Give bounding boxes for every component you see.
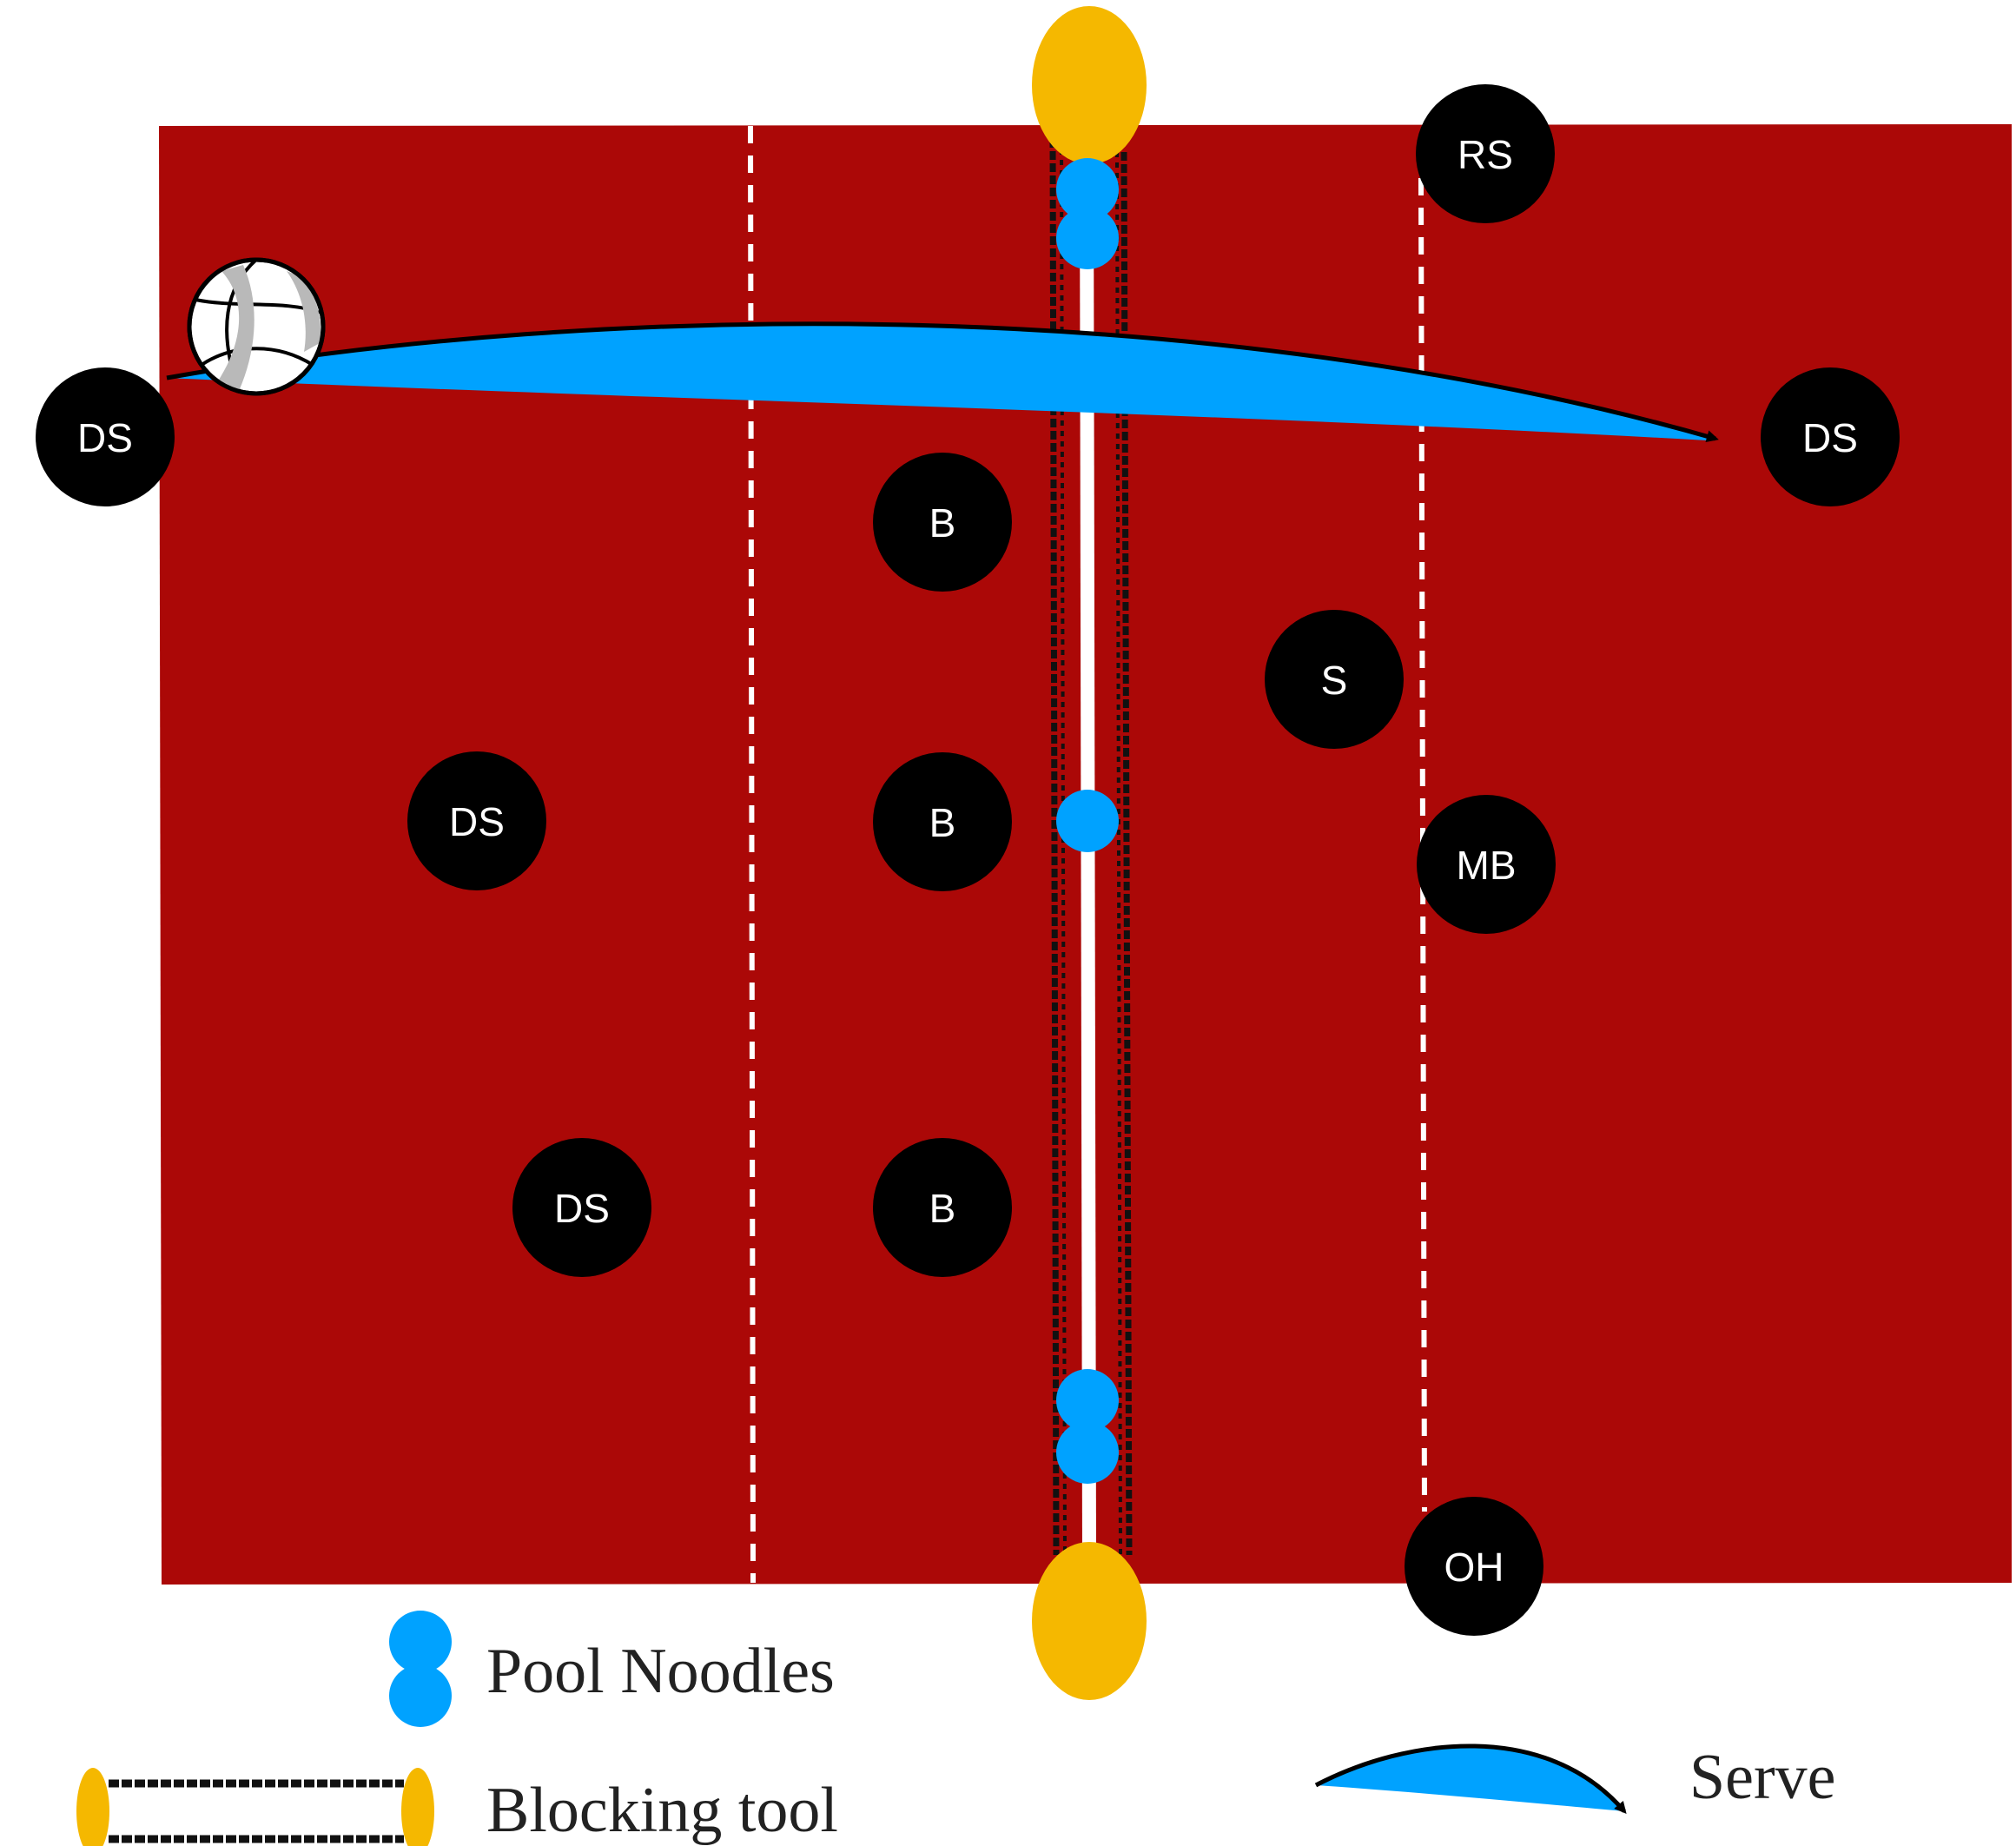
pool-noodle-icon: [1056, 790, 1119, 852]
player-b-mid: B: [873, 752, 1012, 891]
svg-text:RS: RS: [1457, 132, 1513, 177]
svg-text:MB: MB: [1457, 843, 1517, 888]
legend-pool-noodles: Pool Noodles: [389, 1611, 835, 1727]
blocking-tool-post-icon: [76, 1768, 109, 1846]
player-ds-server: DS: [36, 367, 175, 506]
pool-noodle-icon: [1056, 158, 1119, 269]
serve-arrow-icon: [167, 323, 1715, 440]
svg-text:S: S: [1321, 658, 1348, 703]
player-ds-bottom-left: DS: [512, 1138, 651, 1277]
svg-text:OH: OH: [1444, 1545, 1504, 1590]
player-b-top: B: [873, 453, 1012, 592]
legend-blocking-tool: Blocking tool: [76, 1768, 838, 1846]
svg-text:B: B: [929, 800, 956, 845]
pool-noodle-icon: [1056, 1369, 1119, 1484]
svg-text:DS: DS: [77, 415, 133, 460]
legend-pool-noodles-label: Pool Noodles: [486, 1636, 835, 1707]
svg-text:B: B: [929, 1186, 956, 1231]
blocking-tool-post-icon: [1032, 1542, 1147, 1700]
player-ds-right: DS: [1761, 367, 1900, 506]
serve-arrow-icon: [1316, 1745, 1624, 1811]
player-oh: OH: [1405, 1497, 1543, 1636]
pool-noodle-icon: [389, 1611, 452, 1727]
player-rs: RS: [1416, 84, 1555, 223]
blocking-tool-post-icon: [1032, 6, 1147, 164]
player-b-bottom: B: [873, 1138, 1012, 1277]
legend-serve-label: Serve: [1689, 1742, 1836, 1813]
player-mb: MB: [1417, 795, 1556, 934]
serve-arrow-outline: [166, 321, 1719, 442]
blocking-tool-post-icon: [401, 1768, 434, 1846]
legend-serve: Serve: [1314, 1742, 1836, 1815]
svg-text:DS: DS: [1802, 415, 1858, 460]
svg-text:DS: DS: [554, 1186, 610, 1231]
player-ds-mid-left: DS: [407, 751, 546, 890]
legend-blocking-tool-label: Blocking tool: [486, 1775, 838, 1846]
player-s: S: [1265, 610, 1404, 749]
volleyball-icon: [187, 257, 326, 396]
svg-text:B: B: [929, 500, 956, 546]
svg-text:DS: DS: [449, 799, 505, 844]
